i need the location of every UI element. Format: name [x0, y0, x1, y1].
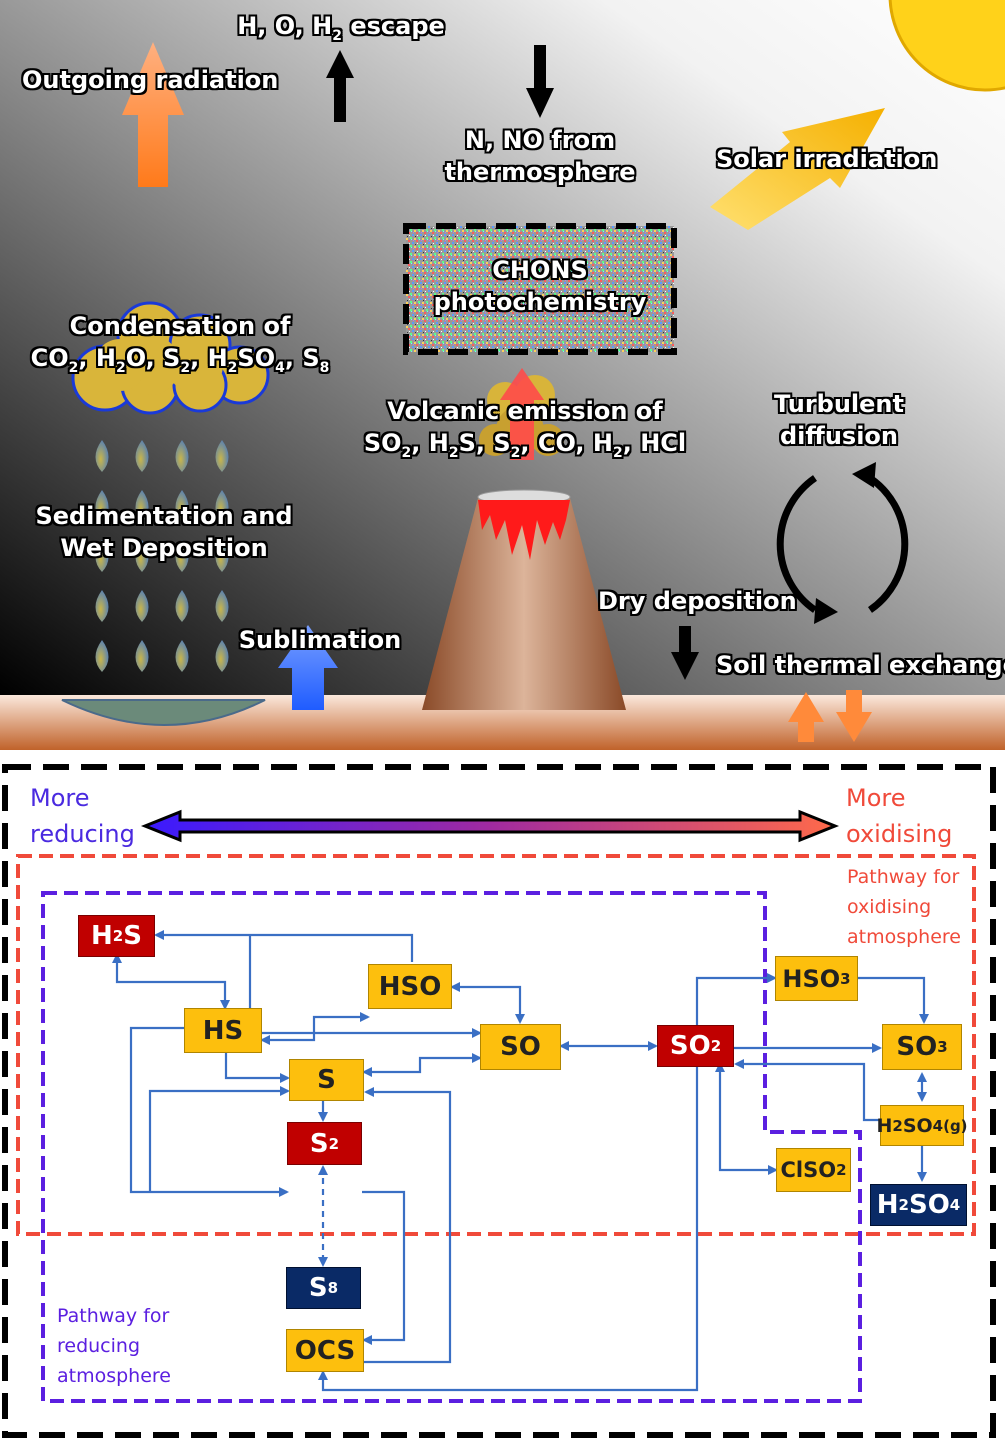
redox-gradient-arrow [140, 809, 840, 843]
nitrogen-input-label: N, NO from thermosphere [444, 126, 636, 186]
sedimentation-label: Sedimentation and Wet Deposition [35, 502, 293, 562]
rain-droplets [95, 440, 229, 672]
outgoing-radiation-arrow [122, 42, 184, 187]
turbulent-diffusion-cycle [776, 475, 909, 613]
node-s: S [289, 1059, 364, 1101]
sublimation-label: Sublimation [238, 626, 402, 654]
dry-deposition-label: Dry deposition [598, 587, 797, 615]
photochemistry-label: CHONS photochemistry [433, 256, 647, 316]
photochemistry-box [403, 223, 677, 355]
oxidising-pathway-box [16, 854, 976, 1236]
node-hso: HSO [368, 964, 452, 1009]
reducing-pathway-box [41, 891, 862, 1403]
outgoing-radiation-label: Outgoing radiation [22, 66, 279, 94]
volcanic-emission-label: Volcanic emission of SO2, H2S, S2, CO, H… [363, 397, 687, 461]
sulfur-network-panel: More reducing More oxidising Pathway for… [0, 750, 1005, 1441]
soil-down-arrow [836, 690, 872, 742]
more-reducing-label: More reducing [30, 784, 135, 848]
oxidising-pathway-label: Pathway for oxidising atmosphere [847, 866, 961, 948]
atmosphere-panel: H, O, H2 escape Outgoing radiation N, NO… [0, 0, 1005, 750]
soil-up-arrow [788, 692, 824, 742]
sun-icon [888, 0, 1005, 92]
condensation-label: Condensation of CO2, H2O, S2, H2SO4, S8 [30, 312, 330, 376]
dry-deposition-arrow [671, 626, 699, 680]
nitrogen-arrow [526, 45, 554, 118]
network-frame [2, 764, 996, 1438]
atmosphere-background [0, 0, 1005, 750]
node-ocs: OCS [286, 1329, 364, 1372]
turbulent-diffusion-label: Turbulent diffusion [774, 390, 904, 450]
node-so: SO [480, 1024, 561, 1070]
surface-lake [61, 699, 266, 726]
sublimation-arrow [278, 625, 338, 710]
more-oxidising-label: More oxidising [846, 784, 953, 848]
solar-irradiation-arrow [710, 108, 885, 230]
node-hs: HS [184, 1008, 262, 1053]
lava-icon [478, 500, 570, 560]
reducing-pathway-label: Pathway for reducing atmosphere [57, 1305, 171, 1387]
volcanic-plume [479, 368, 564, 460]
escape-arrow [326, 50, 354, 122]
escape-label: H, O, H2 escape [237, 12, 445, 44]
solar-irradiation-label: Solar irradiation [716, 145, 938, 173]
volcano-icon [422, 498, 626, 710]
soil-thermal-exchange-label: Soil thermal exchange [716, 651, 1005, 679]
network-connections [2, 764, 996, 1438]
